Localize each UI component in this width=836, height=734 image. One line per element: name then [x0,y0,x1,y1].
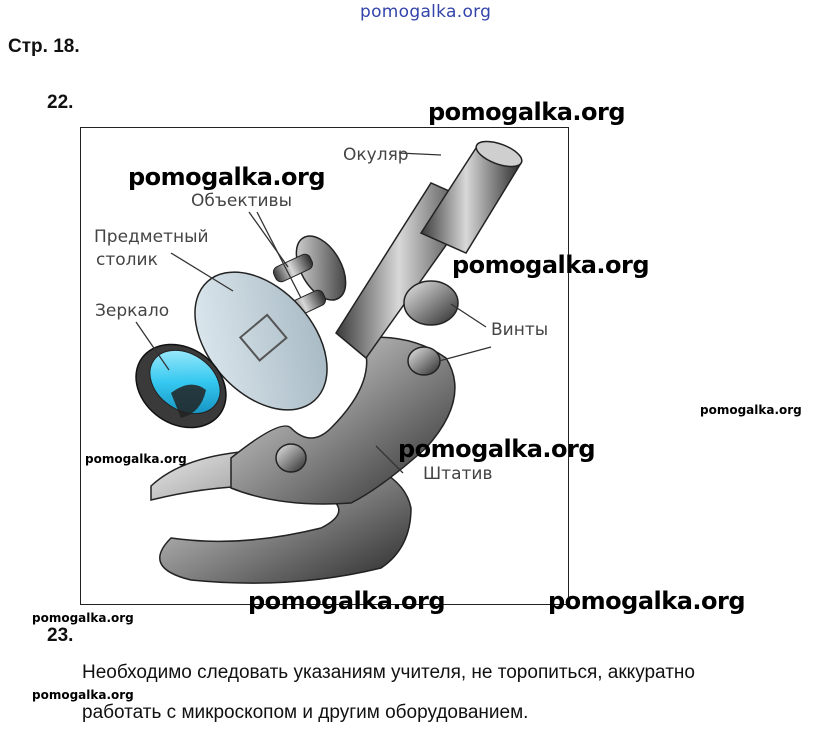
watermark-7: pomogalka.org [700,403,802,417]
microscope-figure: Окуляр Объективы Предметный столик Зерка… [80,127,569,605]
label-stage-line1: Предметный [94,227,209,247]
task-number-23: 23. [47,625,74,646]
watermark-9: pomogalka.org [32,611,134,625]
label-stage-line2: столик [96,250,158,270]
watermark-6: pomogalka.org [548,587,746,615]
watermark-10: pomogalka.org [32,688,134,702]
answer-23-line1: Необходимо следовать указаниям учителя, … [82,662,695,683]
label-eyepiece: Окуляр [343,145,409,165]
watermark-4: pomogalka.org [398,435,596,463]
watermark-8: pomogalka.org [85,452,187,466]
label-objectives: Объективы [191,191,292,211]
watermark-2: pomogalka.org [128,163,326,191]
watermark-1: pomogalka.org [428,98,626,126]
microscope-illustration [135,140,523,584]
page-reference: Стр. 18. [8,36,80,57]
label-screws: Винты [491,320,549,340]
watermark-3: pomogalka.org [452,251,650,279]
label-mirror: Зеркало [95,301,170,321]
watermark-5: pomogalka.org [248,587,446,615]
label-stand: Штатив [423,464,493,484]
watermark-top: pomogalka.org [360,2,492,22]
task-number-22: 22. [47,92,74,113]
answer-23-line2: работать с микроскопом и другим оборудов… [82,702,529,723]
